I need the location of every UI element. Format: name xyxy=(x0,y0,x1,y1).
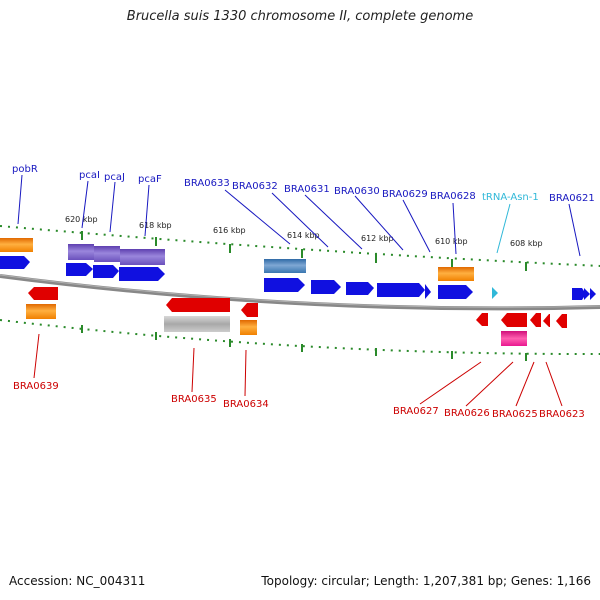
reverse-gene-arrow[interactable] xyxy=(556,314,567,328)
gray-feature-bar[interactable] xyxy=(164,316,230,332)
scale-label: 608 kbp xyxy=(510,239,543,248)
map-title: Brucella suis 1330 chromosome II, comple… xyxy=(126,9,474,24)
forward-gene-arrow[interactable] xyxy=(438,285,473,299)
scale-label: 620 kbp xyxy=(65,215,98,224)
gene-label-BRA0623[interactable]: BRA0623 xyxy=(539,409,585,420)
reverse-gene-arrow[interactable] xyxy=(28,287,58,300)
gene-label-pcaJ[interactable]: pcaJ xyxy=(104,172,125,183)
forward-major-ticks xyxy=(81,231,527,271)
gene-label-BRA0626[interactable]: BRA0626 xyxy=(444,408,490,419)
gene-label-BRA0621[interactable]: BRA0621 xyxy=(549,193,595,204)
forward-gene-arrow[interactable] xyxy=(66,263,93,276)
gene-label-BRA0625[interactable]: BRA0625 xyxy=(492,409,538,420)
gene-label-BRA0631[interactable]: BRA0631 xyxy=(284,184,330,195)
reverse-gene-arrow[interactable] xyxy=(241,303,258,317)
scale-label: 614 kbp xyxy=(287,231,320,240)
forward-gene-arrow[interactable] xyxy=(264,278,305,292)
gene-label-BRA0633[interactable]: BRA0633 xyxy=(184,178,230,189)
reverse-gene-arrow[interactable] xyxy=(166,298,230,312)
gene-label-BRA0629[interactable]: BRA0629 xyxy=(382,189,428,200)
scale-label: 610 kbp xyxy=(435,237,468,246)
gene-label-tRNA-Asn-1[interactable]: tRNA-Asn-1 xyxy=(482,192,539,203)
forward-gene-arrow[interactable] xyxy=(0,256,30,269)
map-footer: Accession: NC_004311 Topology: circular;… xyxy=(9,574,591,590)
forward-gene-arrow[interactable] xyxy=(119,267,165,281)
gene-label-BRA0635[interactable]: BRA0635 xyxy=(171,394,217,405)
scale-label: 618 kbp xyxy=(139,221,172,230)
purple-feature-bar[interactable] xyxy=(68,244,94,260)
forward-gene-arrow[interactable] xyxy=(93,265,119,278)
orange-feature-bar[interactable] xyxy=(26,304,56,319)
forward-gene-arrow[interactable] xyxy=(377,283,425,297)
forward-gene-arrow[interactable] xyxy=(346,282,374,295)
gene-label-BRA0627[interactable]: BRA0627 xyxy=(393,406,439,417)
orange-feature-bar[interactable] xyxy=(438,267,474,281)
genome-summary-text: Topology: circular; Length: 1,207,381 bp… xyxy=(261,574,591,588)
orange-feature-bar[interactable] xyxy=(0,238,33,252)
forward-gene-arrow[interactable] xyxy=(311,280,341,294)
accession-text: Accession: NC_004311 xyxy=(9,574,146,588)
reverse-major-ticks xyxy=(81,325,527,361)
reverse-gene-arrow[interactable] xyxy=(476,313,488,326)
gene-label-BRA0639[interactable]: BRA0639 xyxy=(13,381,59,392)
gene-label-BRA0628[interactable]: BRA0628 xyxy=(430,191,476,202)
forward-gene-arrow[interactable] xyxy=(425,284,431,299)
forward-gene-arrow[interactable] xyxy=(584,288,590,300)
genome-backbone-highlight xyxy=(0,274,600,308)
forward-gene-arrow[interactable] xyxy=(590,288,596,300)
gene-label-BRA0630[interactable]: BRA0630 xyxy=(334,186,380,197)
reverse-gene-arrow[interactable] xyxy=(543,314,550,327)
purple-feature-bar[interactable] xyxy=(120,249,165,265)
gene-label-BRA0634[interactable]: BRA0634 xyxy=(223,399,269,410)
steelblue-feature-bar[interactable] xyxy=(264,259,306,273)
gene-label-pobR[interactable]: pobR xyxy=(12,164,38,175)
forward-gene-arrow[interactable] xyxy=(572,288,586,300)
orange-feature-bar[interactable] xyxy=(240,320,257,335)
magenta-feature-bar[interactable] xyxy=(501,331,527,346)
gene-label-BRA0632[interactable]: BRA0632 xyxy=(232,181,278,192)
purple-feature-bar[interactable] xyxy=(94,246,120,262)
reverse-gene-arrow[interactable] xyxy=(530,313,541,327)
scale-label: 612 kbp xyxy=(361,234,394,243)
genome-backbone xyxy=(0,274,600,311)
gene-label-pcaF[interactable]: pcaF xyxy=(138,174,162,185)
gene-label-pcaI[interactable]: pcaI xyxy=(79,170,100,181)
scale-label: 616 kbp xyxy=(213,226,246,235)
reverse-gene-arrow[interactable] xyxy=(501,313,527,327)
trna-feature-arrow[interactable] xyxy=(492,287,498,299)
